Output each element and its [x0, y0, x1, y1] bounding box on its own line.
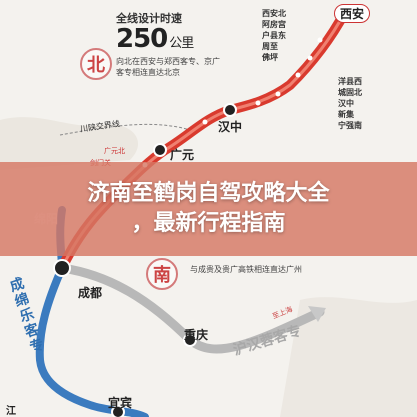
south-connection-note: 与成贵及贵广高铁相连直达广州	[190, 265, 302, 274]
station-name: 城固北	[338, 88, 362, 97]
station-yibin	[111, 405, 125, 417]
city-label-guangyuan: 广元	[170, 148, 195, 162]
speed-number: 250	[116, 24, 168, 54]
compass-south-icon: 南	[146, 258, 178, 290]
compass-north-icon: 北	[80, 48, 112, 80]
station-name: 周至	[262, 42, 278, 51]
station-chongqing	[183, 333, 197, 347]
station-name: 户县东	[262, 31, 286, 40]
station-name: 汉中	[338, 99, 354, 108]
station-name: 西安北	[262, 9, 286, 18]
station-name: 阿房宫	[262, 20, 286, 29]
station-dot	[255, 100, 261, 106]
north-connection-note: 向北在西安与郑西客专、京广客专相连直达北京	[116, 57, 220, 77]
south-station-list: 洋县西 城固北 汉中 新集 宁强南	[338, 76, 362, 131]
station-hanzhong	[223, 103, 237, 117]
station-chengdu	[53, 259, 71, 277]
edge-label: 江	[6, 406, 16, 417]
north-station-list: 西安北 阿房宫 户县东 周至 佛坪	[262, 8, 286, 63]
to-shanghai-arrow	[308, 306, 326, 322]
station-dot	[295, 72, 301, 78]
station-dot	[317, 37, 323, 43]
station-guangyuan	[153, 143, 167, 157]
city-label-xian: 西安	[334, 4, 371, 23]
station-name: 佛坪	[262, 53, 278, 62]
city-label-hanzhong: 汉中	[218, 120, 243, 134]
title-banner: 济南至鹤岗自驾攻略大全 ，最新行程指南	[0, 162, 417, 256]
station-label-guangyuan-north: 广元北	[104, 147, 125, 155]
province-border-line	[59, 123, 191, 136]
design-speed-label: 全线设计时速	[116, 12, 182, 25]
banner-title-line-1: 济南至鹤岗自驾攻略大全	[87, 181, 330, 206]
city-label-chengdu: 成都	[78, 286, 103, 300]
banner-title-line-2: ，最新行程指南	[131, 211, 286, 236]
city-label-chongqing: 重庆	[184, 328, 209, 342]
station-dot	[275, 91, 281, 97]
terrain-patch	[0, 117, 139, 170]
station-dot	[307, 55, 313, 61]
terrain-patch	[280, 297, 417, 417]
station-dot	[202, 119, 208, 125]
station-name: 洋县西	[338, 77, 362, 86]
city-label-yibin: 宜宾	[108, 396, 133, 410]
station-name: 新集	[338, 110, 354, 119]
station-name: 宁强南	[338, 121, 362, 130]
speed-unit: 公里	[169, 36, 194, 51]
